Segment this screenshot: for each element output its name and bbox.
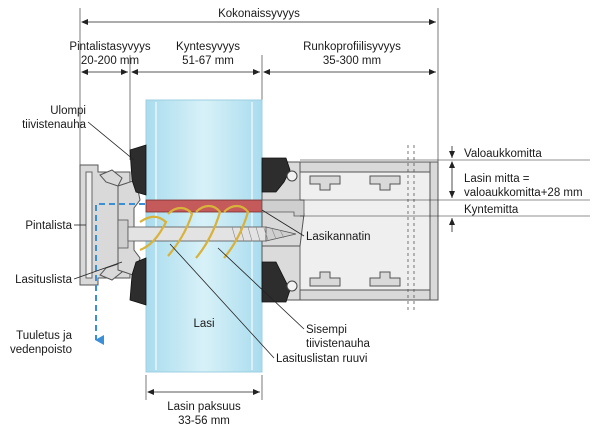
glass-thickness-label: Lasin paksuus [167,401,241,413]
glass-thickness-range: 33-56 mm [178,415,230,427]
inner-gasket-leader [217,247,305,330]
bite-size-label: Kyntemitta [464,204,519,216]
fixing-depth-label: Kyntesyvyys [176,41,240,53]
inner-gasket-bottom [261,261,291,303]
glazing-strip-leader [73,261,123,280]
yellow-clips [139,204,250,259]
outer-gasket-bottom [129,257,147,306]
glazing-strip-label: Lasituslista [15,274,72,286]
glazing-screw-label: Lasituslistan ruuvi [276,353,367,365]
cover-strip-depth-label: Pintalistasyvyys [69,41,150,53]
inner-gasket-top [261,157,291,193]
outer-gasket-leader [87,121,135,161]
cover-strip-label: Pintalista [25,220,72,232]
fixing-depth-range: 51-67 mm [182,55,234,67]
inner-gasket-label-2: tiivistenauha [306,338,371,350]
inner-gasket-label-1: Sisempi [306,324,347,336]
ventilation-label-2: vedenpoisto [10,344,72,356]
glazing-screw-leader [169,243,275,359]
outer-gasket-label-2: tiivistenauha [22,119,87,131]
glass-holder-label: Lasikannatin [306,231,371,243]
frame-profile-depth-label: Runkoprofiilisyvyys [303,41,401,53]
total-depth-label: Kokonaissyvyys [218,8,300,20]
outer-gasket-top [129,144,147,196]
glass-size-label-2: valoaukkomitta+28 mm [464,187,583,199]
glass-label: Lasi [193,318,214,330]
cover-strip-depth-range: 20-200 mm [81,55,139,67]
daylight-size-label: Valoaukkomitta [464,148,542,160]
ventilation-label-1: Tuuletus ja [16,330,72,342]
glass-holder-leader [261,209,305,237]
glass-size-label-1: Lasin mitta = [464,173,530,185]
outer-gasket-label-1: Ulompi [50,105,86,117]
frame-profile-depth-range: 35-300 mm [323,55,381,67]
